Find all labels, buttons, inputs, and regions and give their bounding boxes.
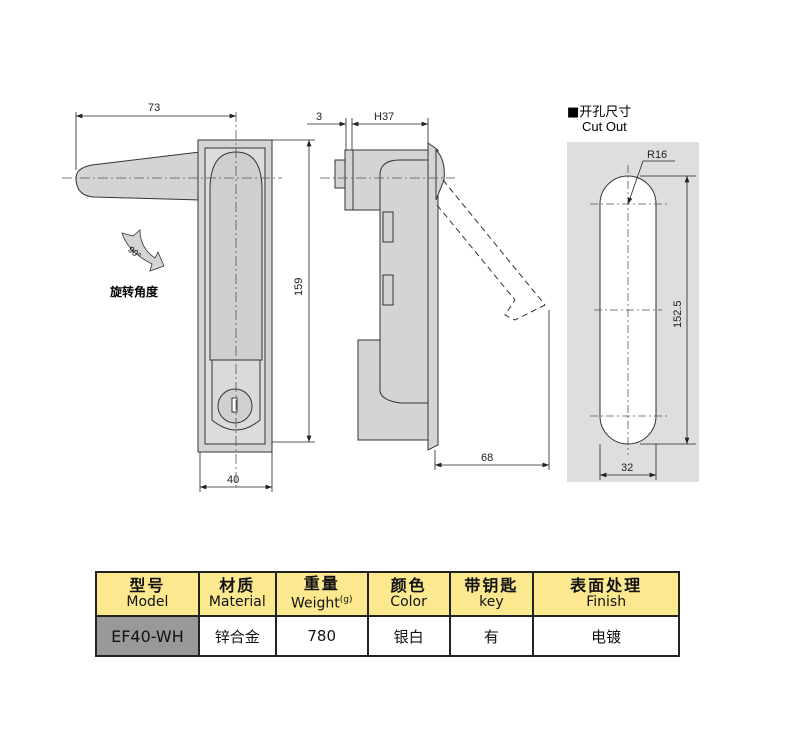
side-view	[334, 142, 546, 451]
cell-key: 有	[448, 615, 535, 657]
cutout-title-zh: ■开孔尺寸	[567, 105, 631, 120]
dim-offset: 3	[316, 111, 322, 123]
cutout-width: 32	[621, 462, 633, 474]
cutout-view: ■开孔尺寸 Cut Out R16 152.5 32	[567, 105, 699, 482]
dim-handle-length: 73	[148, 102, 160, 114]
dim-swing: 68	[481, 452, 493, 464]
cell-material: 锌合金	[197, 615, 277, 657]
cell-color: 银白	[366, 615, 451, 657]
table-row: EF40-WH 锌合金 780 银白 有 电镀	[95, 615, 680, 657]
rotation-label: 旋转角度	[109, 284, 159, 299]
dim-h37: H37	[374, 111, 394, 123]
cutout-length: 152.5	[672, 300, 684, 328]
lever-handle	[75, 151, 201, 201]
front-view	[75, 139, 273, 453]
rotation-arrow-icon: 90°	[121, 229, 165, 272]
dim-width: 40	[227, 474, 239, 486]
dim-height: 159	[293, 278, 305, 296]
cell-model: EF40-WH	[95, 615, 200, 657]
cell-weight: 780	[274, 615, 369, 657]
center-lines	[62, 112, 455, 490]
cutout-radius: R16	[647, 149, 667, 161]
technical-drawing: 73 159 40 3 H37 68 90° 旋转角度 ■开孔尺寸 Cut Ou…	[62, 102, 699, 492]
cell-finish: 电镀	[532, 615, 680, 657]
cutout-title-en: Cut Out	[582, 119, 627, 134]
